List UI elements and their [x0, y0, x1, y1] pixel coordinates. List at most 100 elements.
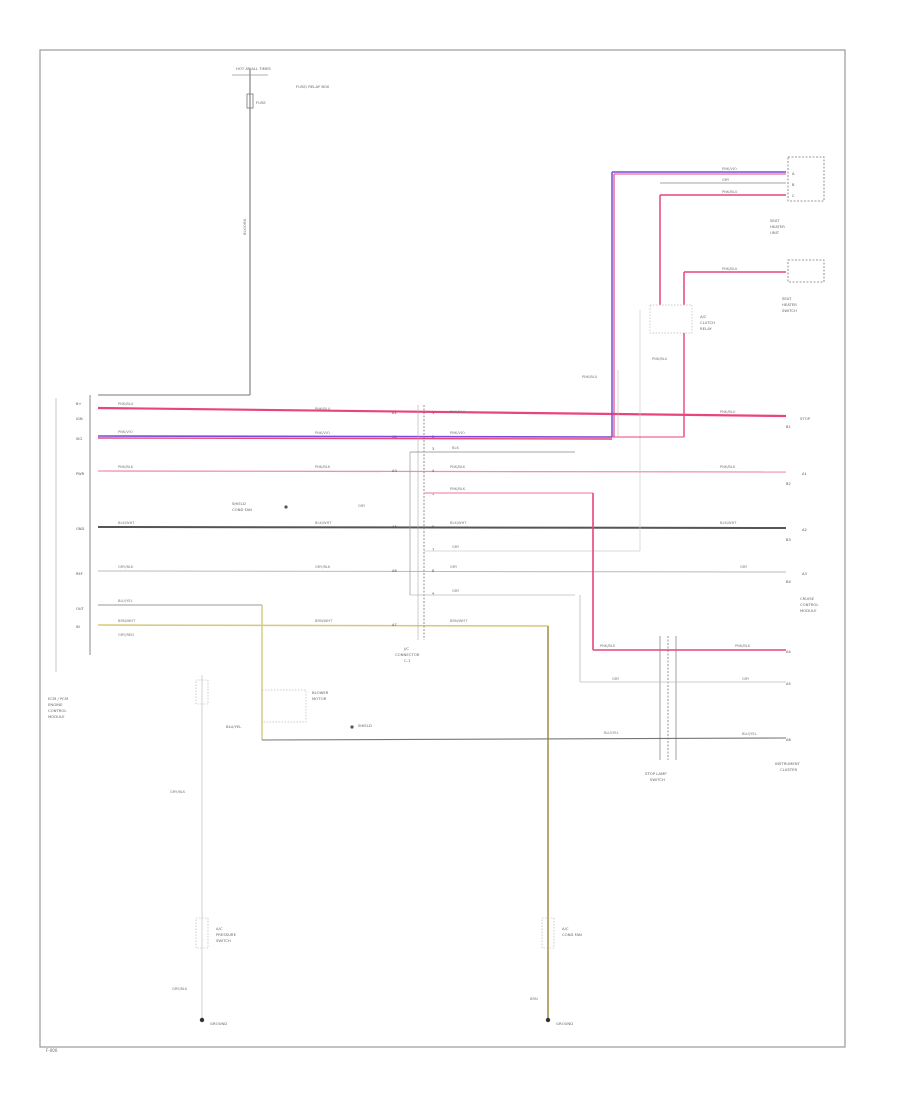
- yellow-wire: [97, 624, 549, 627]
- ecm-label-4: MODULE: [48, 714, 65, 719]
- footer-code: F-000: [46, 1048, 58, 1053]
- wire-label: GRY/BLK: [315, 565, 331, 569]
- right-lower-module: GRY GRY BLU/YEL BLU/YEL STOP LAMP SWITCH…: [261, 595, 801, 782]
- shield-label-2: COND FAN: [232, 507, 252, 512]
- lower-center-switch-group: A/C COND FAN BRN GROUND: [530, 917, 582, 1026]
- wire-label: GRY/RED: [118, 633, 134, 637]
- pin: C: [792, 194, 795, 198]
- wire-label: PNK/BLU: [720, 410, 736, 414]
- blower-label: BLOWER: [312, 690, 329, 695]
- cruise-label-2: CONTROL: [800, 602, 819, 607]
- ecm-pin-label: IN: [76, 625, 80, 629]
- cruise-label: CRUISE: [800, 596, 815, 601]
- wire-label: PNK/BLU: [582, 375, 598, 379]
- diagram-border: [39, 49, 846, 1048]
- upper-right-label-b: SEAT: [782, 296, 792, 301]
- wire-label: PNK/BLU: [722, 267, 738, 271]
- connector-pin-left: A3: [392, 469, 397, 473]
- wire-label: BRN: [530, 997, 538, 1001]
- ecm-label: ECM / PCM: [48, 696, 68, 701]
- wire-group-row2: PNK/VIO PNK/VIO PNK/VIO: [97, 430, 613, 440]
- terminal: A2: [802, 528, 807, 532]
- wire-label: BRN/WHT: [118, 619, 136, 623]
- upper-right-label-2: HEATER: [770, 224, 785, 229]
- upper-right-label-b3: SWITCH: [782, 308, 797, 313]
- ecm-pin-label: IGN: [76, 417, 83, 421]
- wire-label: PNK/BLK: [735, 644, 751, 648]
- fuse-box-label: FUSE/ RELAY BOX: [296, 84, 330, 89]
- connector-pin-left: A6: [392, 569, 397, 573]
- pink-branch-right: PNK/BLK PNK/BLK PNK/BLK: [424, 487, 786, 651]
- pin: A: [792, 172, 795, 176]
- wire-label: BLK/WHT: [118, 521, 135, 525]
- pink-wire-row2: [97, 437, 613, 440]
- wire-group-row4: BLK/WHT BLK/WHT BLK/WHT BLK/WHT: [97, 521, 787, 529]
- lower-left-switch-label-2: PRESSURE: [216, 932, 237, 937]
- wire-label: PNK/BLU: [450, 410, 466, 414]
- terminal: A6: [786, 738, 791, 742]
- pin: B: [792, 183, 795, 187]
- relay-label-3: RELAY: [700, 326, 713, 331]
- main-connector-label: J/C: [403, 646, 409, 651]
- wire-label: BLK: [452, 446, 459, 450]
- wire-label: BLK/WHT: [315, 521, 332, 525]
- relay-box: [649, 304, 693, 334]
- wire-label: BLK/WHT: [450, 521, 467, 525]
- right-bottom-label: INSTRUMENT: [775, 761, 801, 766]
- ecm-pin-label: GND: [76, 527, 84, 531]
- connector-pin-left: A5: [392, 525, 397, 529]
- wire-label: GRY/BLK: [118, 565, 134, 569]
- blower-pin-label: BLU/YEL: [226, 724, 242, 729]
- wire-label: BLU/YEL: [742, 732, 757, 736]
- wire-label: PNK/VIO: [315, 431, 330, 435]
- connector-pin: 7: [432, 548, 434, 552]
- connector-pin: 6: [432, 525, 435, 529]
- upper-right-label-3: UNIT: [770, 230, 780, 235]
- relay-label: A/C: [700, 314, 707, 319]
- connector-pin: 5: [432, 492, 434, 496]
- terminal: A3: [802, 572, 807, 576]
- ground-label-center: GROUND: [556, 1021, 573, 1026]
- connector-pin: 1: [432, 411, 434, 415]
- fuse-symbol: [246, 93, 254, 109]
- blower-label-2: MOTOR: [312, 696, 327, 701]
- upper-right-risers: PNK/VIO GRY PNK/BLU PNK/BLU: [611, 167, 786, 437]
- wire-group-row5: GRY/BLK GRY/BLK GRY GRY: [97, 565, 787, 573]
- ecm-lower-wires: BLU/YEL BRN/WHT GRY/RED BRN/WHT BRN/WHT: [97, 599, 549, 1020]
- lower-left-switch-box: [195, 917, 209, 949]
- ecm-label-3: CONTROL: [48, 708, 67, 713]
- connector-pin-left: A7: [392, 623, 397, 627]
- wire-label: GRY/BLK: [172, 987, 188, 991]
- wire-label: GRY: [742, 677, 750, 681]
- terminal: B2: [786, 482, 791, 486]
- connector-pin: 9: [432, 592, 435, 596]
- top-fuse-label: HOT AT ALL TIMES: [236, 66, 271, 71]
- ecm-pin-label: REF: [76, 572, 83, 576]
- wire-label: GRY: [722, 178, 730, 182]
- cruise-label-3: MODULE: [800, 608, 817, 613]
- upper-right-component: A B C SEAT HEATER UNIT SEAT HEATER SWITC…: [770, 156, 825, 313]
- connector-pin: 2: [432, 435, 434, 439]
- stop-lamp-label-2: SWITCH: [650, 777, 665, 782]
- shield-label-lower: SHIELD: [358, 723, 372, 728]
- right-bottom-label-2: CLUSTER: [780, 767, 797, 772]
- terminal: A1: [802, 472, 807, 476]
- wire-label: PNK/BLU: [722, 190, 738, 194]
- ecm-pin-label: SIG: [76, 437, 82, 441]
- main-connector-label-3: C-1: [404, 658, 411, 663]
- relay-label-2: CLUTCH: [700, 320, 715, 325]
- wire-label: PNK/BLK: [315, 465, 331, 469]
- terminal: A4: [786, 650, 791, 654]
- wire-label: BLK/WHT: [720, 521, 737, 525]
- wire-label: PNK/BLK: [450, 487, 466, 491]
- terminal: A5: [786, 682, 791, 686]
- wire-label: GRY: [740, 565, 748, 569]
- dark-wire-module: [261, 737, 787, 741]
- wire-label: PNK/BLU: [118, 402, 134, 406]
- main-connector-label-2: CONNECTOR: [395, 652, 420, 657]
- connector-pin: 3: [432, 447, 434, 451]
- gray-wire: [97, 570, 787, 573]
- top-fuse-name: FUSE: [256, 100, 266, 105]
